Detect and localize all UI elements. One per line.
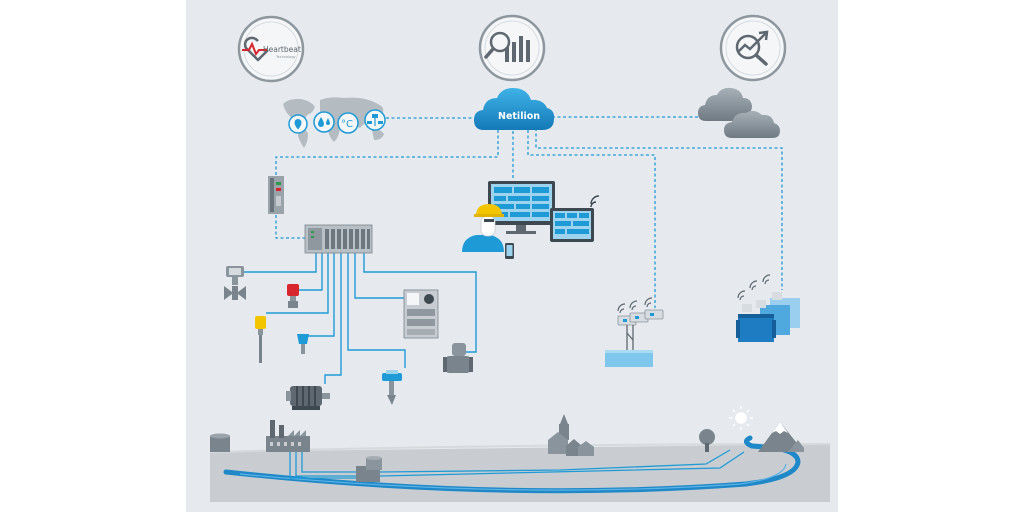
pressure-transmitter [287,284,299,308]
storage-tank [210,433,230,452]
temperature-unit-text: °C [341,119,353,130]
village [548,414,594,456]
landscape-ground [209,435,831,502]
weather-icons: °C [288,109,386,134]
operator-person [462,235,504,252]
analysis-sensor [297,334,309,354]
sun-icon [729,406,753,430]
electric-motor [286,386,330,410]
humidity-drop-icon [313,111,335,133]
dashed-connectors [275,116,783,308]
heartbeat-brand-text: Heartbeat [263,45,301,54]
trend-analysis-icon [719,14,787,82]
factory-building [266,420,310,452]
remote-io-rack [304,224,373,254]
third-party-clouds [698,87,780,138]
flow-meter [382,370,402,405]
netilion-label: Netilion [498,111,540,122]
field-instruments [224,266,473,410]
level-probe [255,316,266,363]
heartbeat-technology-icon: Heartbeat Technology [237,15,305,83]
analytics-icon [478,14,546,82]
water-surface [605,350,653,367]
electromagnetic-flowmeter [443,343,473,373]
wireless-sensor-platform [605,297,664,367]
temperature-icon [337,112,359,134]
operator-workstation [462,181,600,259]
control-cabinet [403,289,439,339]
tree [699,429,715,452]
field-wiring [244,252,477,384]
edge-gateway [268,176,284,214]
valve-instrument [224,266,246,300]
wireless-tank-farm [736,274,800,342]
netilion-cloud: Netilion [474,88,555,130]
pump-station [356,456,382,482]
mountain [758,422,804,452]
heartbeat-sub-text: Technology [275,55,296,59]
safety-helmet-icon [476,204,502,216]
